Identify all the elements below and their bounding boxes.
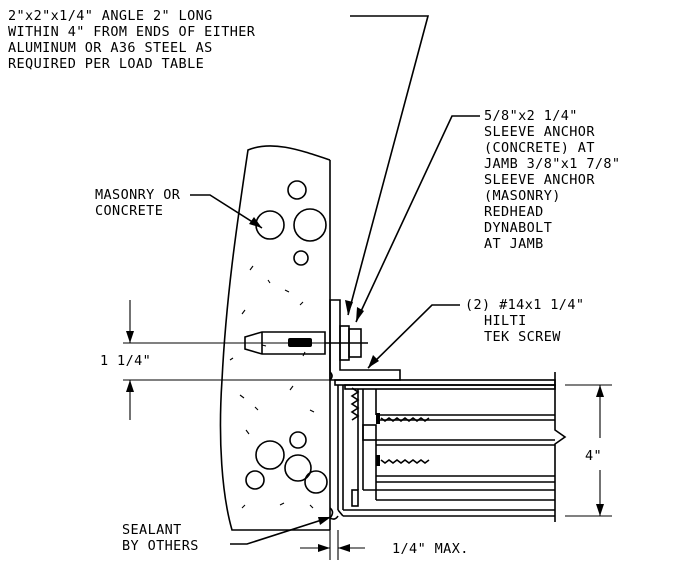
note-angle-line-4: REQUIRED PER LOAD TABLE (8, 56, 204, 72)
note-anchor-line-1: 5/8"x2 1/4" (484, 108, 578, 124)
note-masonry-line-1: MASONRY OR (95, 187, 181, 203)
note-anchor-line-4: JAMB 3/8"x1 7/8" (484, 156, 620, 172)
note-anchor: 5/8"x2 1/4" SLEEVE ANCHOR (CONCRETE) AT … (484, 108, 620, 252)
note-anchor-line-3: (CONCRETE) AT (484, 140, 595, 156)
dimension-frame-depth: 4" (585, 448, 602, 464)
steel-angle (329, 299, 401, 381)
note-screw: (2) #14x1 1/4" HILTI TEK SCREW (465, 297, 584, 345)
note-anchor-line-6: (MASONRY) (484, 188, 561, 204)
note-screw-line-1: (2) #14x1 1/4" (465, 297, 584, 313)
note-anchor-line-9: AT JAMB (484, 236, 544, 252)
note-anchor-line-2: SLEEVE ANCHOR (484, 124, 595, 140)
tek-screws (350, 387, 430, 466)
sealant-bead (328, 371, 339, 520)
note-sealant-line-2: BY OTHERS (122, 538, 199, 554)
note-angle: 2"x2"x1/4" ANGLE 2" LONG WITHIN 4" FROM … (8, 8, 256, 72)
note-sealant: SEALANT BY OTHERS (122, 522, 199, 554)
dimension-gap: 1/4" MAX. (392, 541, 469, 557)
note-sealant-line-1: SEALANT (122, 522, 182, 538)
note-masonry: MASONRY OR CONCRETE (95, 187, 181, 219)
frame-section (334, 372, 567, 522)
note-screw-line-3: TEK SCREW (484, 329, 561, 345)
note-angle-line-1: 2"x2"x1/4" ANGLE 2" LONG (8, 8, 213, 24)
note-anchor-line-5: SLEEVE ANCHOR (484, 172, 595, 188)
note-screw-line-2: HILTI (484, 313, 527, 329)
dimension-anchor-offset: 1 1/4" (100, 353, 151, 369)
note-angle-line-3: ALUMINUM OR A36 STEEL AS (8, 40, 213, 56)
note-masonry-line-2: CONCRETE (95, 203, 163, 219)
dimension-lines (123, 300, 612, 560)
note-angle-line-2: WITHIN 4" FROM ENDS OF EITHER (8, 24, 256, 40)
note-anchor-line-7: REDHEAD (484, 204, 544, 220)
note-anchor-line-8: DYNABOLT (484, 220, 552, 236)
masonry-wall (219, 145, 331, 531)
leader-lines (190, 15, 480, 545)
